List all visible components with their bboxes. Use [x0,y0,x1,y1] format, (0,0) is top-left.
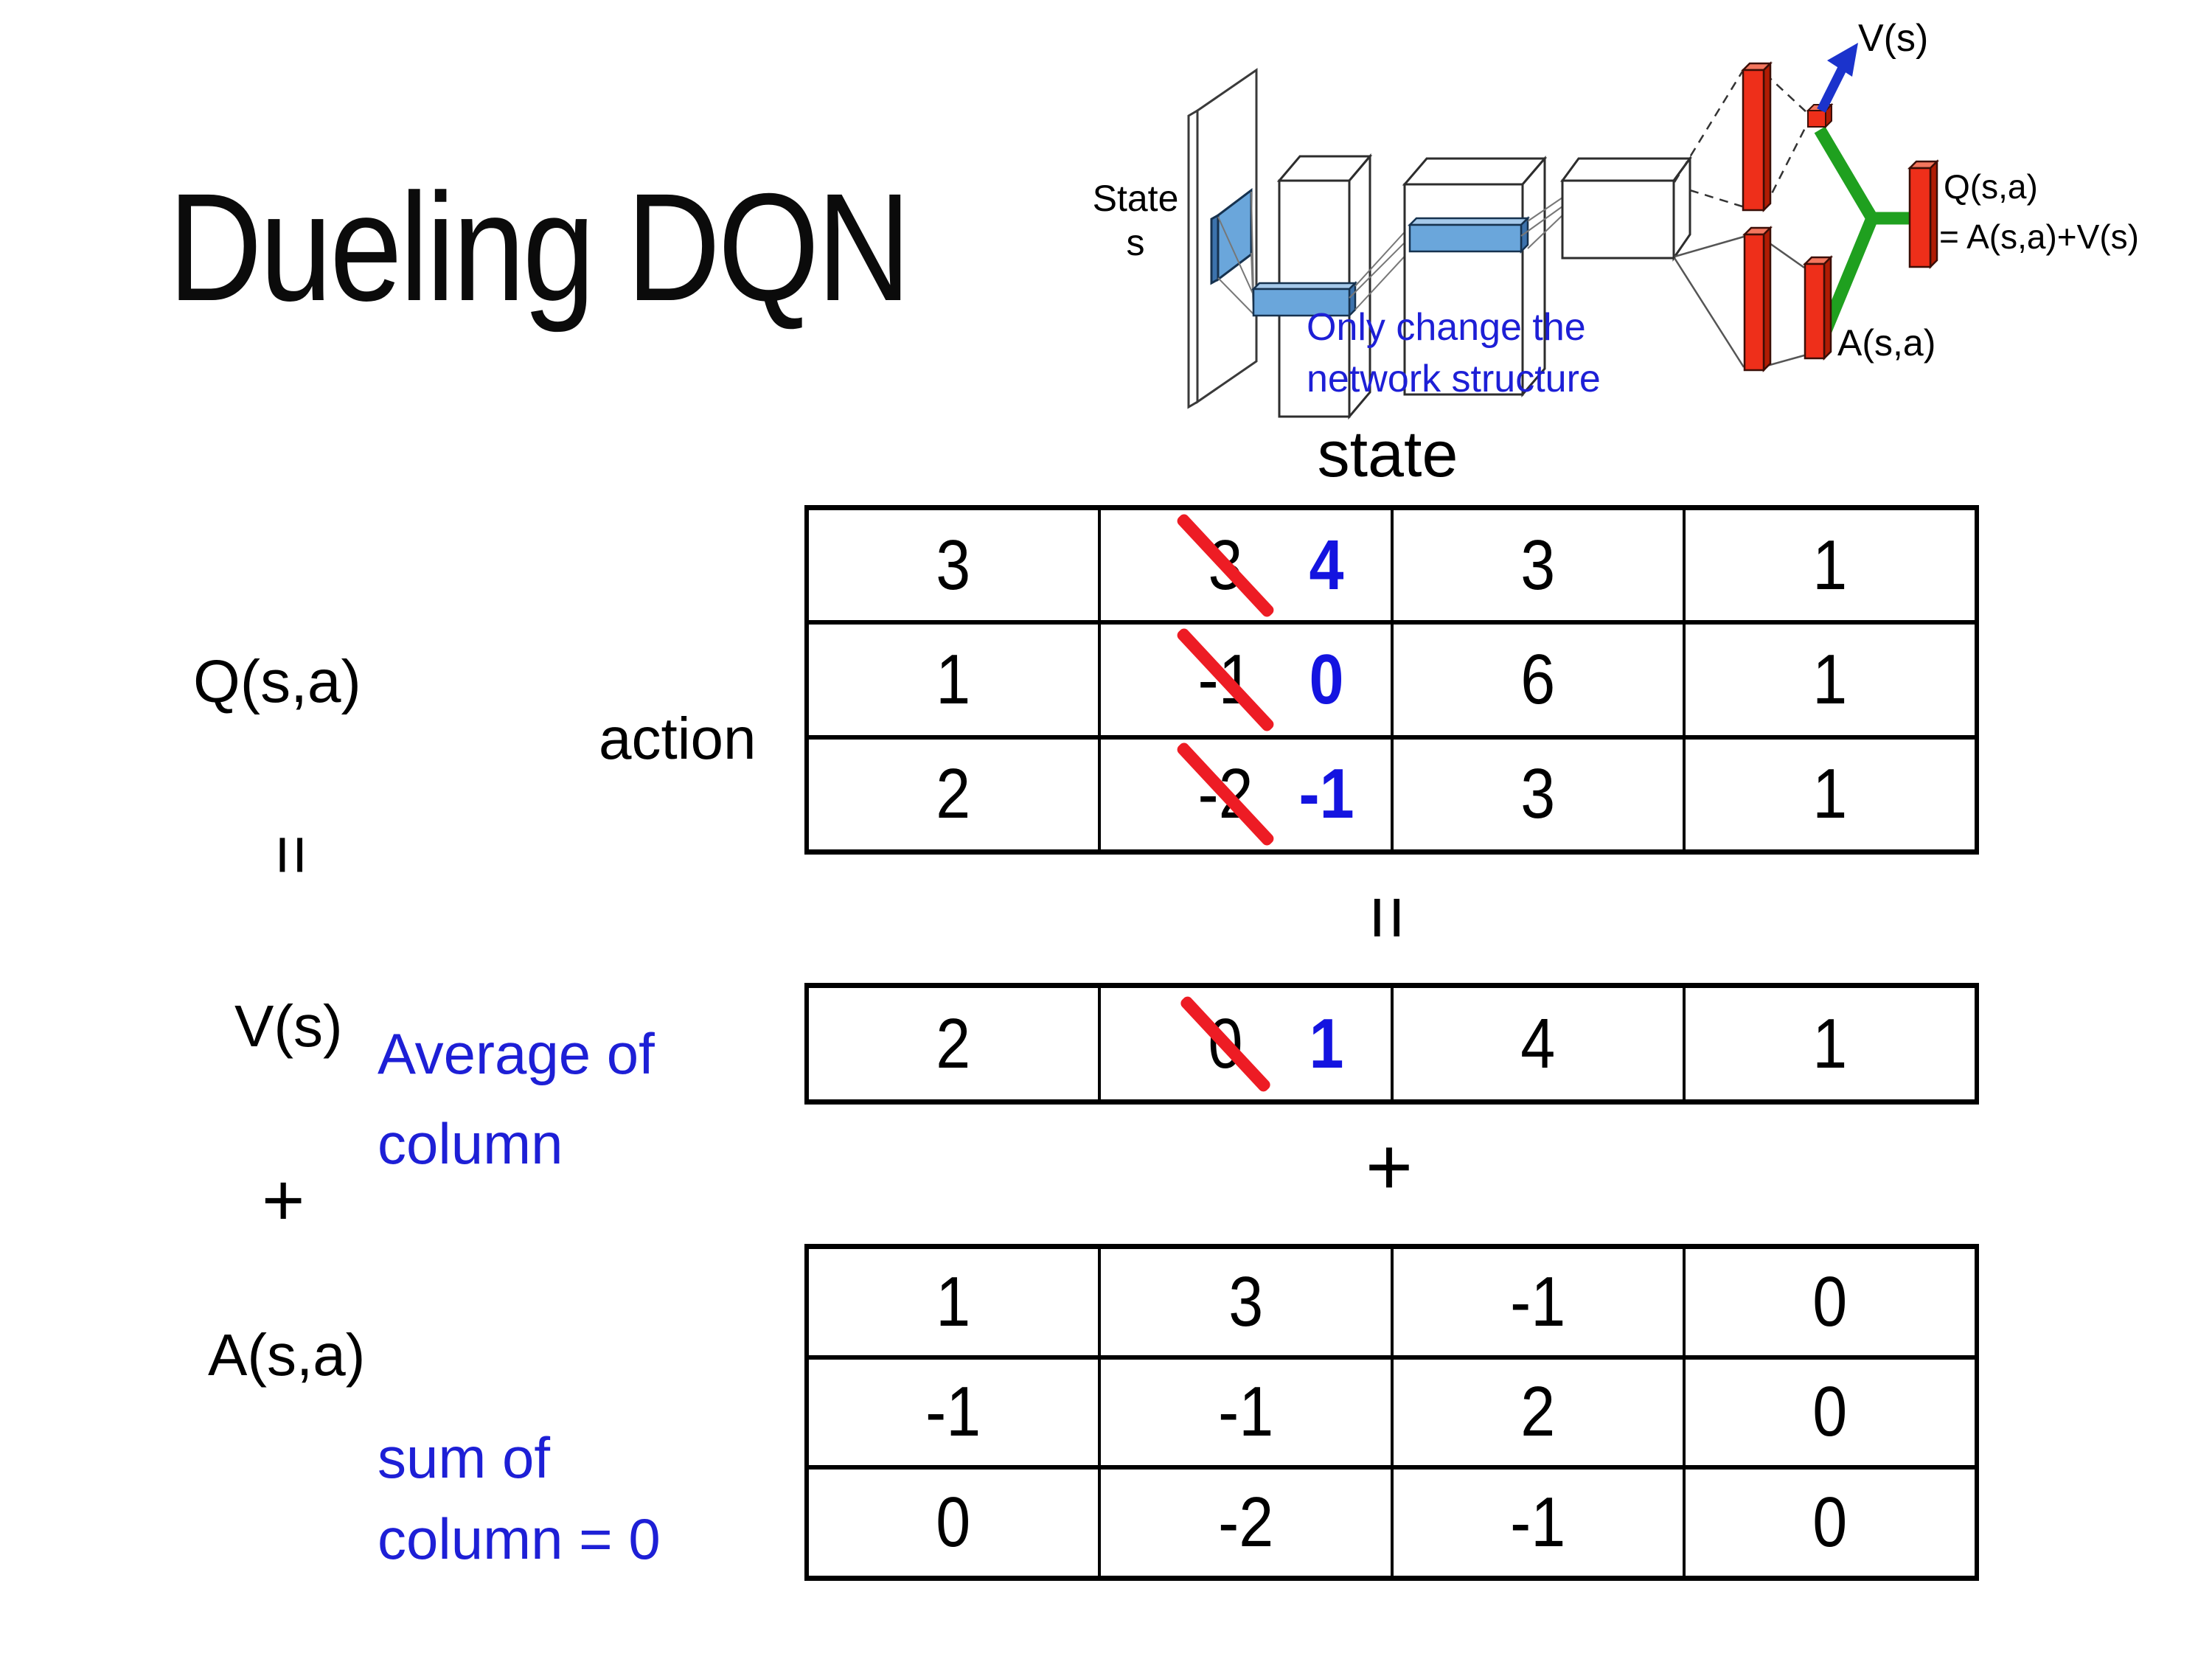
cell-value: -1 [1510,1483,1566,1562]
cell-value: 0 [1812,1483,1848,1562]
v-cell: 2 [807,986,1100,1102]
cell-value: 3 [936,525,971,605]
average-note-line2: column [378,1111,563,1176]
q-table: 3 3 4 3 1 1 -1 0 6 1 2 -2 -1 3 1 [804,505,1979,855]
cell-new-value: 4 [1309,525,1344,605]
cell-value: 0 [936,1483,971,1562]
hidden-bar-top [1740,60,1773,213]
cell-value: 0 [1812,1262,1848,1341]
q-cell-crossed: 3 4 [1099,508,1392,623]
diagram-a-output-label: A(s,a) [1837,322,1936,364]
q-cell: 3 [807,508,1100,623]
v-table: 2 0 1 4 1 [804,983,1979,1105]
value-scalar-node [1806,102,1834,129]
advantage-stream-lines [1673,235,1805,368]
fc-fan-lines [1520,197,1563,249]
cell-value: -1 [925,1372,981,1452]
sum-note-line1: sum of [378,1425,551,1490]
diagram-q-output-label-line2: = A(s,a)+V(s) [1939,218,2139,256]
cell-value: 3 [1520,525,1556,605]
a-cell: 3 [1099,1247,1392,1357]
q-cell: 1 [1683,622,1976,737]
diagram-state-label: State [1092,178,1179,219]
cell-value: 0 [1812,1372,1848,1452]
cell-value: 1 [1812,525,1848,605]
state-axis-label: state [1317,417,1458,490]
page-title: Dueling DQN [168,162,911,333]
a-cell: 0 [1683,1247,1976,1357]
cell-value: 1 [936,1262,971,1341]
feature-box-small [1251,280,1358,319]
q-cell: 1 [1683,737,1976,852]
cell-value: -2 [1217,1483,1273,1562]
cell-value: 1 [1812,754,1848,834]
q-cell: 6 [1391,622,1684,737]
fc-layer-box [1560,155,1692,262]
a-cell: 0 [1683,1357,1976,1468]
cell-value: 3 [1520,754,1556,834]
cell-new-value: 1 [1309,1004,1344,1083]
cell-value: 1 [936,639,971,719]
v-cell: 1 [1683,986,1976,1102]
diagram-state-s-label: s [1126,222,1145,263]
v-cell-crossed: 0 1 [1099,986,1392,1102]
advantage-vector-bar [1802,254,1834,361]
feature-box-long [1407,215,1531,254]
a-cell: 0 [1683,1467,1976,1578]
cell-value: 1 [1812,639,1848,719]
cell-value: 6 [1520,639,1556,719]
cell-new-value: 0 [1309,639,1344,719]
plus-sign-mid: + [1365,1121,1413,1212]
q-cell: 2 [807,737,1100,852]
a-cell: 1 [807,1247,1100,1357]
q-cell: 1 [1683,508,1976,623]
average-note-line1: Average of [378,1021,655,1086]
conv2-fan-lines [1349,226,1411,310]
state-input-plate [1187,68,1258,409]
cell-value: 2 [936,1004,971,1083]
cell-value: 3 [1228,1262,1263,1341]
cell-new-value: -1 [1298,754,1354,834]
a-cell: -1 [1391,1467,1684,1578]
action-axis-label: action [599,706,757,771]
cell-value: -1 [1510,1262,1566,1341]
diagram-note-line1: Only change the [1307,306,1586,349]
a-cell: 2 [1391,1357,1684,1468]
value-stream-dashed-lines [1673,71,1809,208]
a-cell: -1 [807,1357,1100,1468]
cell-value: 2 [936,754,971,834]
sum-note-line2: column = 0 [378,1506,661,1571]
cell-value: 1 [1812,1004,1848,1083]
q-cell-crossed: -1 0 [1099,622,1392,737]
equals-sign-left: = [252,834,331,876]
diagram-note-line2: network structure [1307,358,1601,400]
cell-value: -1 [1217,1372,1273,1452]
diagram-v-output-label: V(s) [1858,17,1929,60]
q-cell: 1 [807,622,1100,737]
value-output-arrow [1817,43,1858,113]
plus-sign-left: + [262,1159,305,1242]
q-output-bar [1907,159,1940,270]
q-matrix-label: Q(s,a) [193,648,361,715]
network-diagram [1187,43,1940,420]
a-matrix-label: A(s,a) [208,1322,366,1388]
cell-value: 2 [1520,1372,1556,1452]
v-matrix-label: V(s) [234,993,343,1059]
a-cell: -1 [1099,1357,1392,1468]
q-cell-crossed: -2 -1 [1099,737,1392,852]
a-table: 1 3 -1 0 -1 -1 2 0 0 -2 -1 0 [804,1244,1979,1581]
hidden-bar-bottom [1742,225,1773,373]
diagram-q-output-label-line1: Q(s,a) [1944,167,2038,206]
v-cell: 4 [1391,986,1684,1102]
cell-value: 4 [1520,1004,1556,1083]
q-cell: 3 [1391,508,1684,623]
equals-sign-mid: = [1344,894,1431,941]
q-cell: 3 [1391,737,1684,852]
a-cell: 0 [807,1467,1100,1578]
a-cell: -2 [1099,1467,1392,1578]
a-cell: -1 [1391,1247,1684,1357]
